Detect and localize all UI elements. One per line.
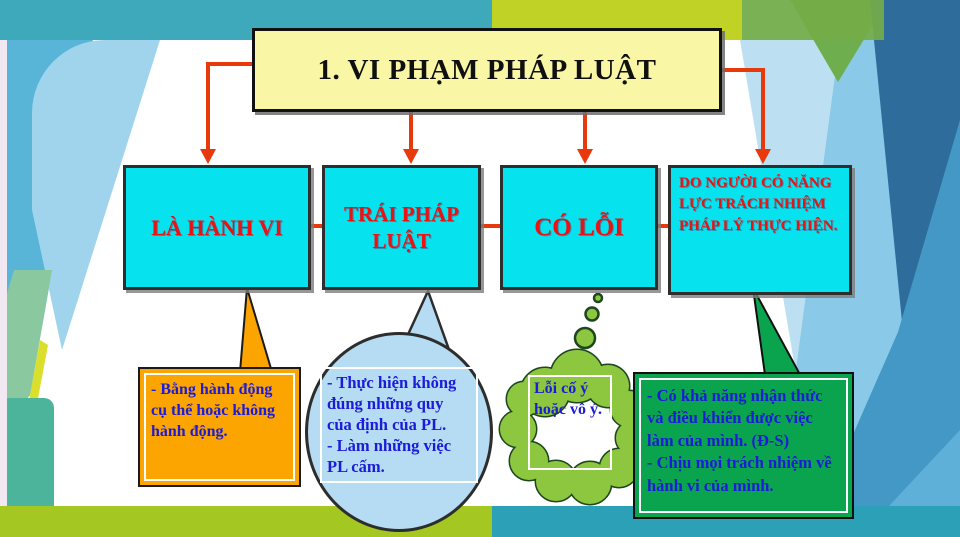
box-trai-phap-luat: TRÁI PHÁP LUẬT <box>322 165 481 290</box>
orange-callout-tail <box>238 287 274 373</box>
callout-action-text: - Bằng hành động cụ thể hoặc không hành … <box>144 373 295 481</box>
callout-capacity: - Có khả năng nhận thức và điều khiển đư… <box>633 372 854 519</box>
slide-title-box: 1. VI PHẠM PHÁP LUẬT <box>252 28 722 112</box>
slide-title: 1. VI PHẠM PHÁP LUẬT <box>317 53 657 86</box>
arrowhead-3 <box>577 149 593 164</box>
callout-capacity-textbox: - Có khả năng nhận thức và điều khiển đư… <box>639 378 848 513</box>
callout-fault-textbox: Lỗi cố ý hoặc vô ý. <box>528 375 612 470</box>
callout-illegal-line2: - Làm những việc PL cấm. <box>327 436 452 477</box>
callout-action: - Bằng hành động cụ thể hoặc không hành … <box>138 367 301 487</box>
box-la-hanh-vi: LÀ HÀNH VI <box>123 165 311 290</box>
arrowhead-1 <box>200 149 216 164</box>
callout-capacity-line1: - Có khả năng nhận thức và điều khiển đư… <box>647 386 823 450</box>
background-wedge-left <box>0 0 160 537</box>
callout-illegal-line1: - Thực hiện không đúng những quy của địn… <box>327 373 457 435</box>
box-label: LÀ HÀNH VI <box>151 214 283 240</box>
green-callout-tail <box>752 287 806 383</box>
box-label: DO NGƯỜI CÓ NĂNG LỰC TRÁCH NHIỆM PHÁP LÝ… <box>679 175 838 234</box>
top-band-green <box>742 0 884 40</box>
callout-capacity-line2: - Chịu mọi trách nhiệm về hành vi của mì… <box>647 453 832 495</box>
arrowhead-4 <box>755 149 771 164</box>
callout-illegal-oval <box>305 332 493 532</box>
box-label: CÓ LỖI <box>534 213 624 241</box>
elbow-connector-left <box>206 62 252 151</box>
callout-fault-text: Lỗi cố ý hoặc vô ý. <box>534 380 602 418</box>
cloud-bubble-trail <box>573 292 604 350</box>
callout-illegal-textbox: - Thực hiện không đúng những quy của địn… <box>320 367 478 483</box>
box-label: TRÁI PHÁP LUẬT <box>344 202 459 253</box>
arrowhead-2 <box>403 149 419 164</box>
box-do-nguoi-co: DO NGƯỜI CÓ NĂNG LỰC TRÁCH NHIỆM PHÁP LÝ… <box>668 165 852 295</box>
elbow-connector-right <box>722 68 765 151</box>
box-co-loi: CÓ LỖI <box>500 165 658 290</box>
